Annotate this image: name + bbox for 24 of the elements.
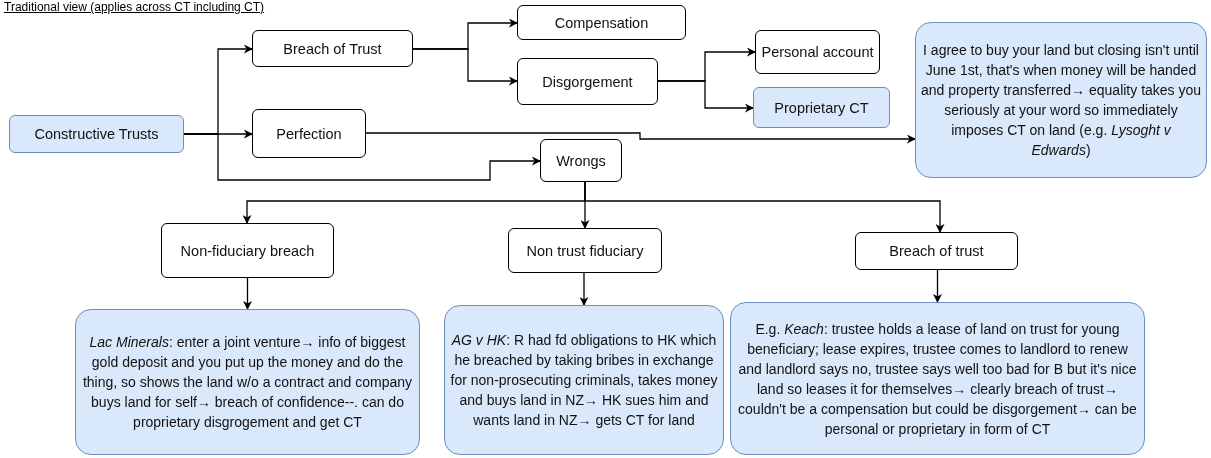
arrow: [933, 269, 942, 303]
arrow: [657, 80, 754, 113]
topic-box: Constructive Trusts: [9, 115, 184, 153]
topic-box: Proprietary CT: [753, 87, 890, 128]
process-box: Compensation: [517, 5, 686, 40]
note-box: E.g. Keach: trustee holds a lease of land on trust for young beneficiary; lease expires, trustee comes to landlord to renew and landlord says no, trustee says well too bad for B but it's nice land so leases it for themselves→ clearly breach of trust→ couldn't be a compensation but could be disgorgement→ can be personal or proprietary in form of CT: [730, 302, 1145, 455]
arrow: [243, 277, 252, 310]
note-box: AG v HK: R had fd obligations to HK which he breached by taking bribes in exchange for non-prosecuting criminals, takes money and buys land in NZ→ HK sues him and wants land in NZ→ gets CT for land: [444, 305, 724, 455]
arrow: [579, 272, 589, 306]
arrow: [584, 181, 945, 233]
arrow: [412, 48, 518, 86]
process-box: Disgorgement: [517, 58, 658, 105]
arrow: [365, 132, 916, 144]
note-box: Lac Minerals: enter a joint venture→ info of biggest gold deposit and you put up the money and do the thing, so shows the land w/o a contract and company buys land for self→ breach of confidence--. can do proprietary disgrogement and get CT: [75, 309, 420, 455]
process-box: Non-fiduciary breach: [161, 223, 334, 278]
title-link: Traditional view (applies across CT including CT): [4, 0, 265, 14]
process-box: Non trust fiduciary: [508, 228, 662, 273]
process-box: Personal account: [755, 30, 880, 74]
process-box: Breach of trust: [855, 232, 1018, 270]
process-box: Breach of Trust: [252, 30, 413, 67]
process-box: Wrongs: [540, 139, 622, 182]
note-box: I agree to buy your land but closing isn't until June 1st, that's when money will be handed and property transferred→ equality takes you seriously at your word so immediately imposes CT on land (e.g. Lysoght v Edwards): [915, 22, 1207, 178]
arrow: [183, 133, 541, 181]
process-box: Perfection: [252, 109, 366, 158]
